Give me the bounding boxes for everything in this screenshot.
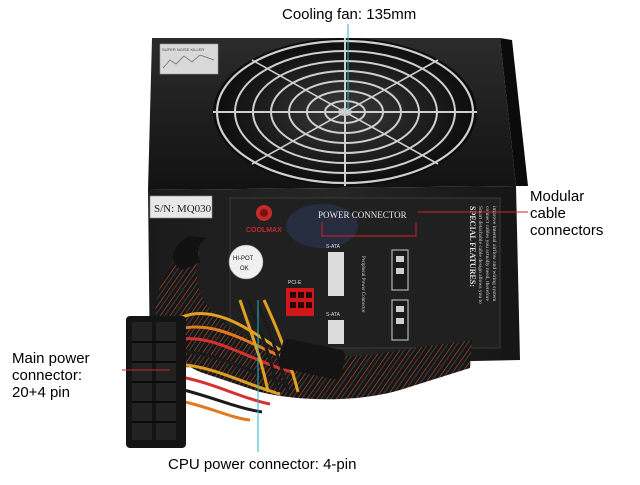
brand-name: COOLMAX <box>246 227 282 234</box>
sleeved-cable-bundle <box>155 236 472 400</box>
main-power-callout: Main power connector: 20+4 pin <box>12 350 132 401</box>
sata-port-top <box>328 252 344 296</box>
hipot-line1: HI-POT <box>233 256 254 262</box>
modular-callout-line2: cable <box>530 205 566 222</box>
noise-killer-sticker: SUPER NOISE KILLER <box>159 43 219 75</box>
sata-bottom-label: S-ATA <box>326 312 341 318</box>
peripheral-label: Peripheral Power Connector <box>360 256 365 313</box>
cooling-fan-callout: Cooling fan: 135mm <box>282 6 417 23</box>
loose-wires <box>175 299 300 422</box>
sata-port-bottom <box>328 320 344 344</box>
cable-heatshrink <box>278 338 346 380</box>
noise-sticker-text: SUPER NOISE KILLER <box>162 47 204 52</box>
hipot-line2: OK <box>240 266 249 272</box>
main-callout-line3: 20+4 pin <box>12 384 70 401</box>
special-line2: connect cables you actually need, theref… <box>484 206 491 302</box>
main-callout-line1: Main power <box>12 350 90 367</box>
pcie-label: PCI-E <box>288 280 302 286</box>
sata-top-label: S-ATA <box>326 244 341 250</box>
special-line1: Smart detachable cable design allows you… <box>477 206 483 304</box>
power-connector-title: POWER CONNECTOR <box>318 210 407 220</box>
cpu-power-callout: CPU power connector: 4-pin <box>168 456 357 473</box>
cooling-fan <box>213 38 477 186</box>
special-line3: improve internal airflow and wiring syst… <box>491 206 498 302</box>
modular-callout-line3: connectors <box>530 222 604 239</box>
serial-text: S/N: MQ030 <box>154 203 212 215</box>
main-power-connector <box>126 316 186 448</box>
special-features-title: SPECIAL FEATURES: <box>468 206 477 287</box>
peripheral-ports <box>391 249 409 341</box>
main-callout-line2: connector: <box>12 367 83 384</box>
brand-logo: COOLMAX <box>246 205 282 234</box>
modular-callout-line1: Modular <box>530 188 585 205</box>
special-features-text: SPECIAL FEATURES: Smart detachable cable… <box>468 206 498 304</box>
modular-connectors-callout: Modular cable connectors <box>530 188 630 239</box>
hipot-sticker: HI-POT OK <box>228 244 264 280</box>
pcie-connector <box>286 288 314 316</box>
serial-sticker: S/N: MQ030 <box>149 195 213 219</box>
psu-side-panel <box>500 38 528 186</box>
